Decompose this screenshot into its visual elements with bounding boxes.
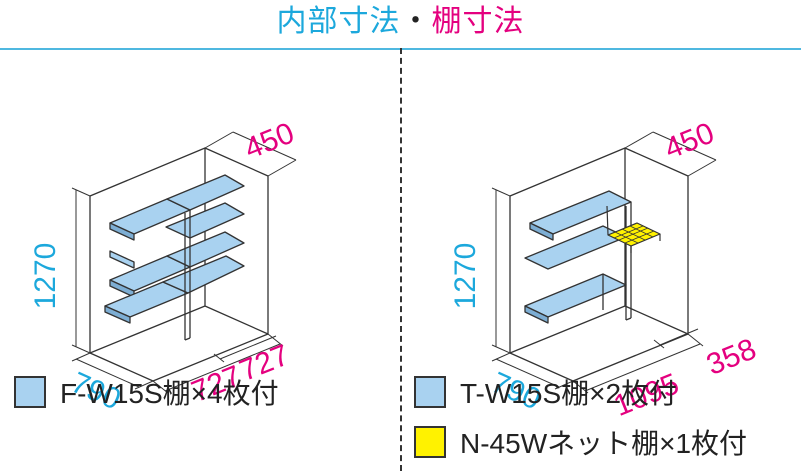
right-net-shelf bbox=[606, 205, 661, 253]
shelf-panel bbox=[162, 255, 245, 294]
right-shelves bbox=[524, 190, 632, 324]
shelf-panel bbox=[524, 305, 549, 324]
right-depth-label: 450 bbox=[660, 117, 719, 166]
left-dimension-lines bbox=[71, 131, 297, 394]
title-separator: ・ bbox=[400, 5, 432, 38]
shelf-panel bbox=[529, 222, 554, 241]
right-dimension-lines bbox=[491, 131, 717, 394]
left-depth-label: 450 bbox=[240, 117, 299, 166]
legend-right-net-text: N-45Wネット棚×1枚付 bbox=[460, 428, 748, 459]
legend-left-shelf: F-W15S棚×4枚付 bbox=[14, 372, 279, 412]
shelf-blue-swatch bbox=[414, 376, 446, 408]
shelf-panel bbox=[109, 250, 135, 269]
legend-right-shelf-text: T-W15S棚×2枚付 bbox=[460, 378, 678, 409]
shelf-panel bbox=[524, 273, 627, 318]
shelf-panel bbox=[166, 231, 245, 268]
title-internal-dimensions: 内部寸法 bbox=[276, 5, 401, 38]
page-title: 内部寸法・棚寸法 bbox=[0, 0, 801, 44]
shelf-blue-swatch bbox=[14, 376, 46, 408]
left-shelves bbox=[104, 174, 245, 341]
shelf-panel bbox=[166, 174, 245, 211]
right-height-label: 1270 bbox=[449, 243, 482, 310]
shelf-diagrams: 450 1270 790 727 727 bbox=[29, 117, 761, 423]
shelf-panel bbox=[529, 190, 632, 235]
legend-left-shelf-text: F-W15S棚×4枚付 bbox=[60, 378, 279, 409]
left-height-label: 1270 bbox=[29, 243, 62, 310]
legend-right-net: N-45Wネット棚×1枚付 bbox=[414, 422, 747, 462]
net-yellow-swatch bbox=[414, 426, 446, 458]
shelf-panel bbox=[104, 305, 131, 324]
legend-right-shelf: T-W15S棚×2枚付 bbox=[414, 372, 677, 412]
panel-divider bbox=[400, 48, 402, 471]
title-shelf-dimensions: 棚寸法 bbox=[431, 5, 525, 38]
shelf-panel bbox=[109, 222, 135, 241]
right-span2-label: 358 bbox=[702, 333, 761, 382]
